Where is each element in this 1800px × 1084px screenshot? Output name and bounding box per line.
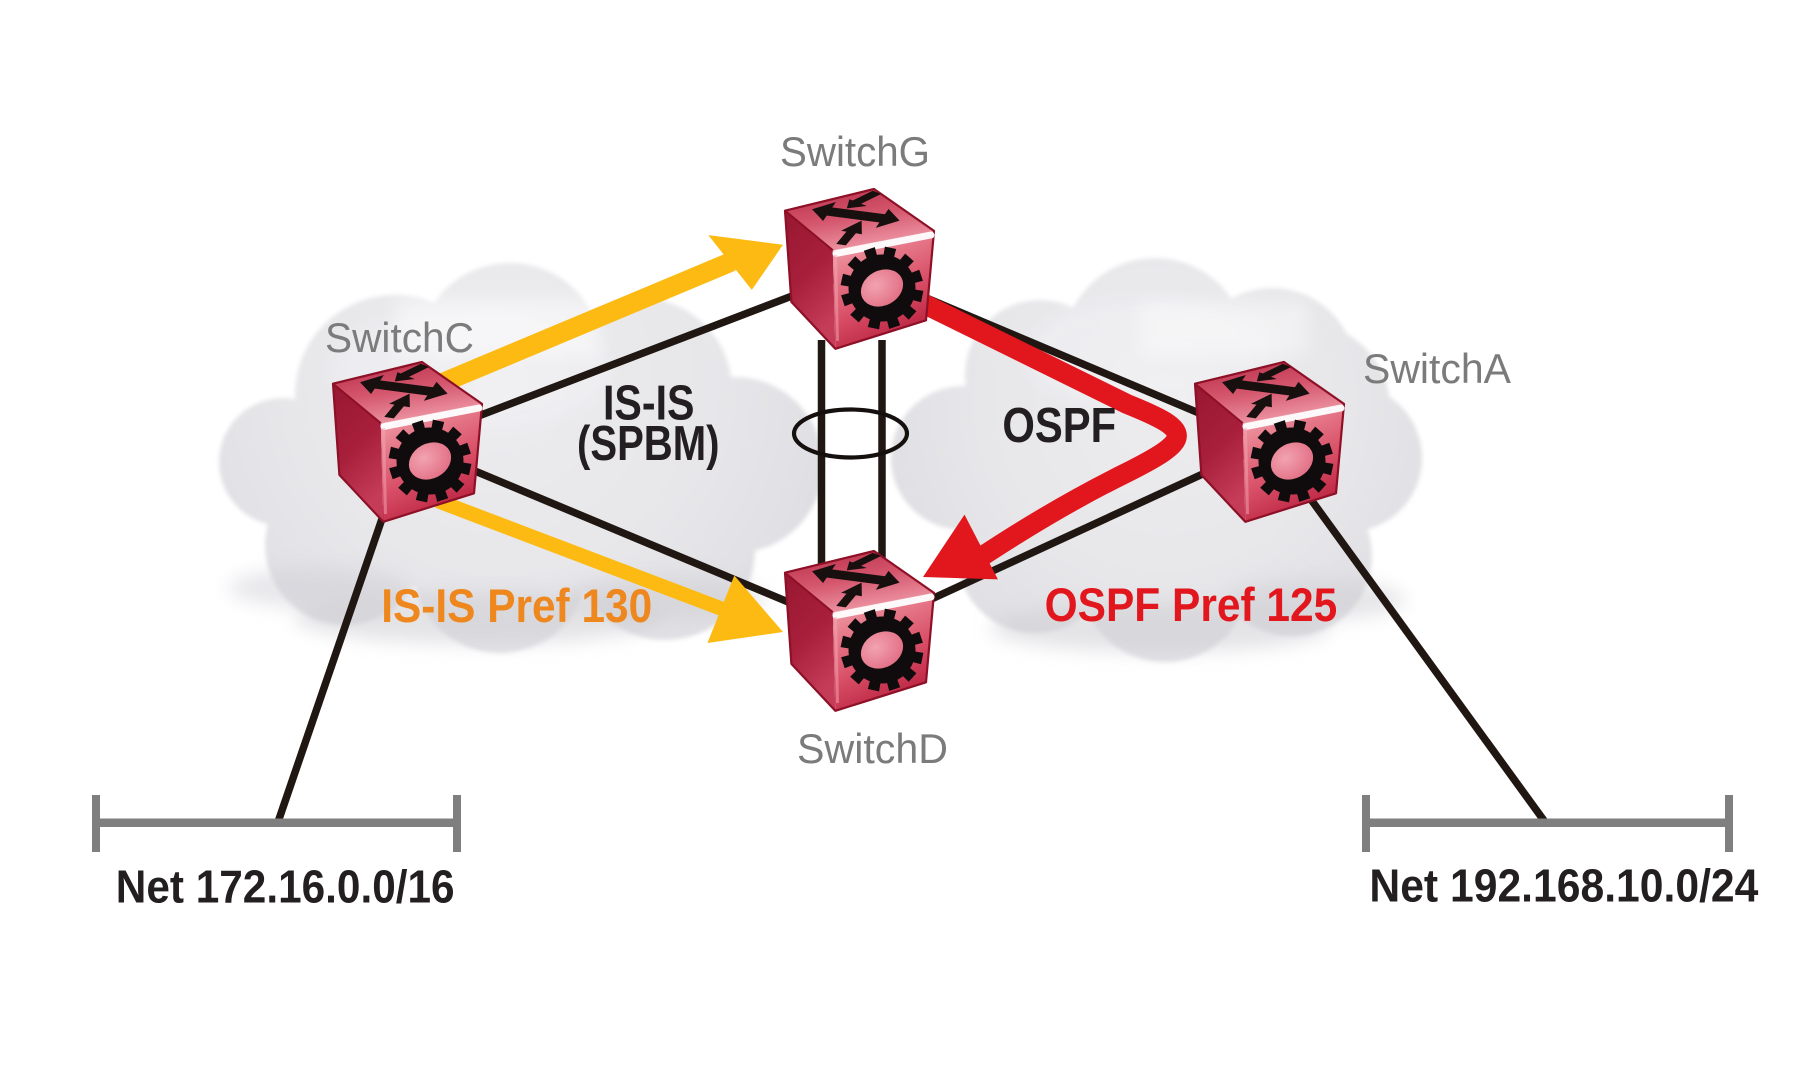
svg-text:SwitchD: SwitchD: [797, 725, 948, 772]
svg-text:IS-IS: IS-IS: [603, 377, 695, 431]
svg-text:IS-IS Pref 130: IS-IS Pref 130: [381, 580, 652, 633]
svg-text:OSPF Pref 125: OSPF Pref 125: [1045, 579, 1338, 632]
svg-text:SwitchG: SwitchG: [780, 128, 930, 175]
svg-text:OSPF: OSPF: [1002, 399, 1116, 453]
svg-text:(SPBM): (SPBM): [577, 417, 720, 471]
svg-text:SwitchA: SwitchA: [1363, 345, 1511, 392]
svg-text:SwitchC: SwitchC: [325, 314, 474, 361]
svg-text:Net 192.168.10.0/24: Net 192.168.10.0/24: [1369, 859, 1758, 911]
svg-text:Net 172.16.0.0/16: Net 172.16.0.0/16: [116, 861, 455, 913]
